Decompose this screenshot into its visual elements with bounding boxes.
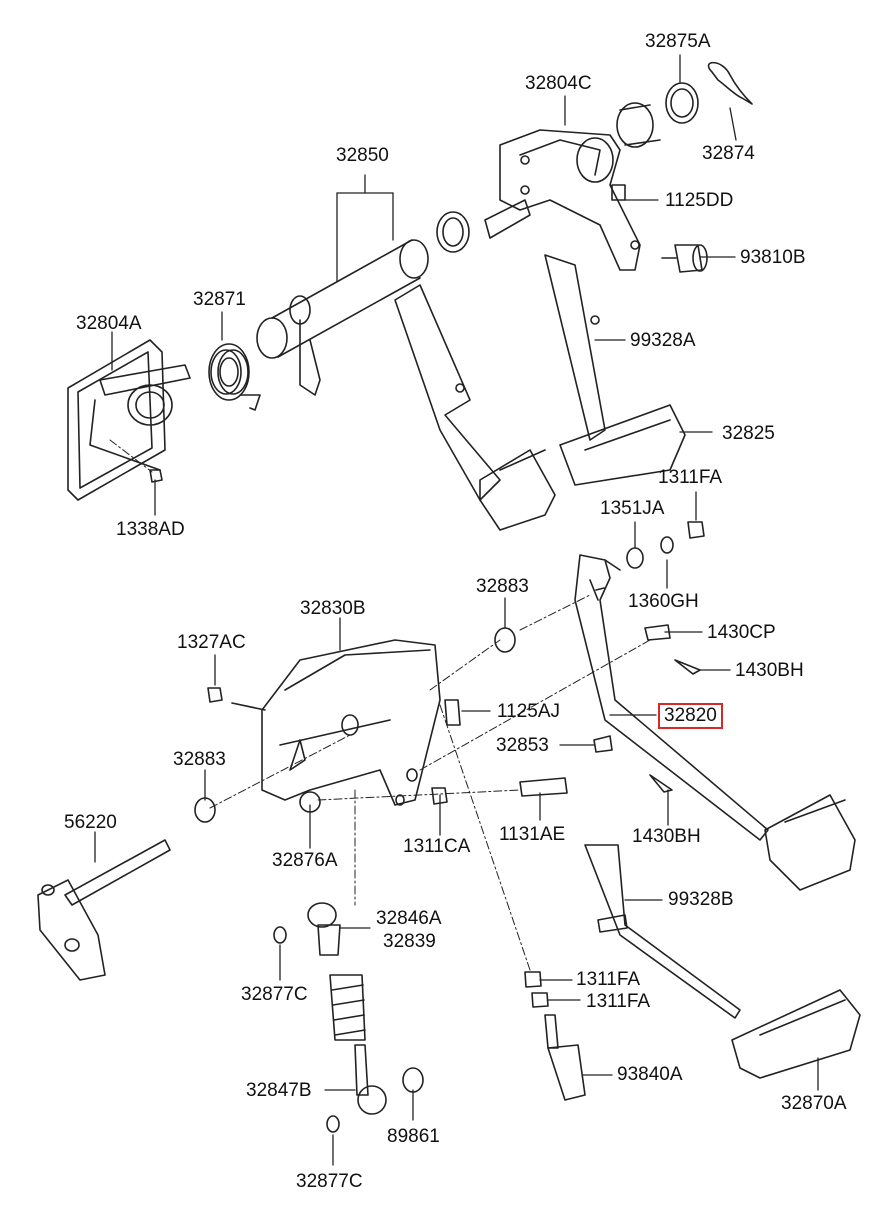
- bolt-1131AE: [519, 777, 568, 797]
- pedal-pad-32870A: [731, 989, 861, 1079]
- bushing-32875A: [436, 211, 470, 253]
- stud-1327AC: [231, 702, 266, 711]
- label-32870A[interactable]: 32870A: [781, 1093, 847, 1114]
- label-1131AE[interactable]: 1131AE: [499, 824, 566, 845]
- label-1125DD[interactable]: 1125DD: [665, 190, 734, 211]
- label-1430CP[interactable]: 1430CP: [707, 622, 776, 643]
- bushing-32804C: [616, 102, 661, 148]
- stopper-32876A: [299, 791, 321, 813]
- rod-32846A: [307, 902, 341, 956]
- label-1311CA[interactable]: 1311CA: [403, 836, 471, 857]
- label-32874[interactable]: 32874: [702, 143, 755, 164]
- spring-32846A: [329, 974, 366, 1041]
- label-32850[interactable]: 32850: [336, 145, 389, 166]
- label-1360GH[interactable]: 1360GH: [628, 591, 699, 612]
- clip-32874: [707, 61, 753, 105]
- label-32820-highlighted[interactable]: 32820: [658, 703, 723, 729]
- nut-1311FA-c: [531, 992, 549, 1008]
- bushing-89861: [402, 1067, 424, 1093]
- pedal-shaft-32850: [256, 239, 429, 396]
- pin-32853: [593, 735, 613, 753]
- brake-pedal-upper: [394, 284, 556, 531]
- label-32875A[interactable]: 32875A: [645, 31, 711, 52]
- bushing-93810B: [661, 244, 708, 273]
- nut-1338AD: [149, 469, 163, 483]
- label-32839[interactable]: 32839: [383, 931, 436, 952]
- label-32804C[interactable]: 32804C: [525, 73, 592, 94]
- label-32830B[interactable]: 32830B: [300, 598, 366, 619]
- label-93840A[interactable]: 93840A: [617, 1064, 683, 1085]
- cotter-pin-1430BH-a: [674, 659, 701, 675]
- label-32825[interactable]: 32825: [722, 423, 775, 444]
- label-1338AD[interactable]: 1338AD: [116, 519, 185, 540]
- label-1351JA[interactable]: 1351JA: [600, 498, 665, 519]
- nut-1311FA-a: [687, 521, 705, 539]
- label-32871[interactable]: 32871: [193, 289, 246, 310]
- label-93810B[interactable]: 93810B: [740, 247, 806, 268]
- label-1430BH-lower[interactable]: 1430BH: [632, 826, 701, 847]
- bracket-32830B: [261, 639, 441, 806]
- washer-32877C-a: [273, 926, 287, 944]
- switch-93840A: [544, 1014, 586, 1101]
- label-32877C-lower[interactable]: 32877C: [296, 1171, 363, 1192]
- ring-32875A: [665, 82, 699, 124]
- label-32847B[interactable]: 32847B: [246, 1080, 312, 1101]
- label-1327AC[interactable]: 1327AC: [177, 632, 246, 653]
- label-32846A[interactable]: 32846A: [376, 908, 442, 929]
- pedal-pad-32820: [764, 794, 856, 891]
- label-32876A[interactable]: 32876A: [272, 850, 338, 871]
- label-1311FA[interactable]: 1311FA: [658, 467, 723, 488]
- nut-1311CA: [431, 787, 448, 805]
- label-1125AJ[interactable]: 1125AJ: [497, 701, 561, 722]
- bracket-32804C: [484, 129, 641, 271]
- pedal-arm-99328B: [584, 844, 741, 1019]
- bushing-32883-lower: [194, 797, 216, 823]
- label-99328B[interactable]: 99328B: [668, 889, 734, 910]
- pedal-arm-upper-right: [544, 254, 606, 441]
- label-32853[interactable]: 32853: [496, 735, 549, 756]
- cotter-pin-1430BH-b: [649, 774, 673, 793]
- label-89861[interactable]: 89861: [387, 1126, 440, 1147]
- nut-1311FA-b: [524, 971, 542, 988]
- alignment-lines: [109, 439, 651, 971]
- nut-1327AC: [207, 687, 223, 703]
- label-32804A[interactable]: 32804A: [76, 313, 142, 334]
- label-1430BH[interactable]: 1430BH: [735, 660, 804, 681]
- upper-bracket-32804A: [67, 339, 191, 501]
- label-32883-lower[interactable]: 32883: [173, 749, 226, 770]
- label-1311FA-c[interactable]: 1311FA: [586, 991, 651, 1012]
- washer-1360GH: [660, 536, 674, 554]
- label-1311FA-b[interactable]: 1311FA: [576, 969, 641, 990]
- leader-lines: [94, 54, 819, 1166]
- label-32883[interactable]: 32883: [476, 576, 529, 597]
- rod-32847B: [354, 1044, 387, 1115]
- label-56220[interactable]: 56220: [64, 812, 117, 833]
- label-32877C[interactable]: 32877C: [241, 984, 308, 1005]
- pin-1430CP: [644, 624, 671, 641]
- washer-32877C-b: [326, 1115, 340, 1133]
- bolt-1125DD: [611, 184, 626, 201]
- pedal-arm-32820: [574, 554, 769, 841]
- washer-1351JA: [626, 547, 644, 569]
- pedal-pad-32825: [559, 404, 686, 486]
- bolt-1125AJ: [444, 699, 461, 726]
- return-spring-32871: [208, 343, 261, 411]
- shaft-56220: [37, 839, 171, 981]
- label-99328A[interactable]: 99328A: [630, 330, 696, 351]
- bushing-32883-upper: [494, 627, 516, 653]
